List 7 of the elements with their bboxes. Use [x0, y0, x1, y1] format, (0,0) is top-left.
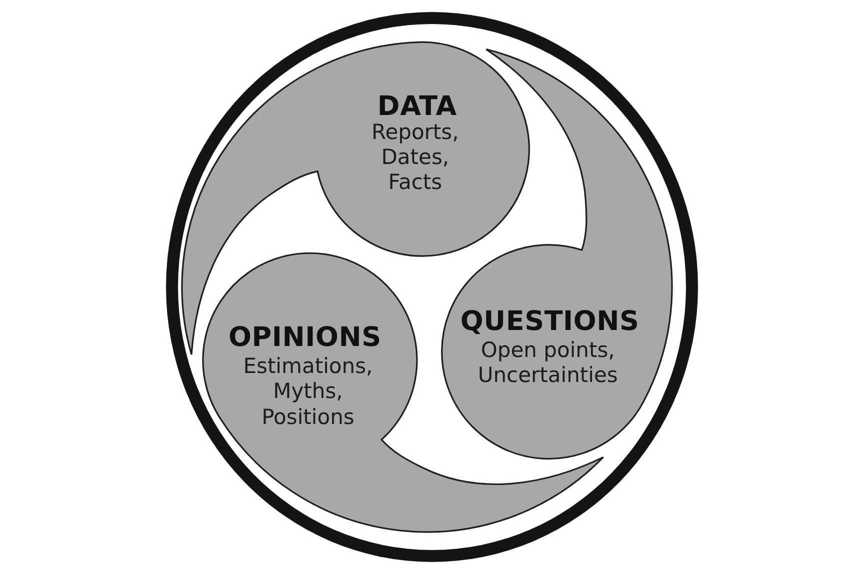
section-heading: QUESTIONS — [460, 306, 640, 337]
section-heading: DATA — [377, 92, 457, 122]
outer-ring — [166, 12, 698, 562]
section-text: Open points, Uncertainties — [477, 338, 618, 388]
section-text: Reports, Dates, Facts — [370, 120, 460, 196]
section-heading: OPINIONS — [228, 323, 382, 353]
section-text: Estimations, Myths, Positions — [242, 354, 374, 430]
